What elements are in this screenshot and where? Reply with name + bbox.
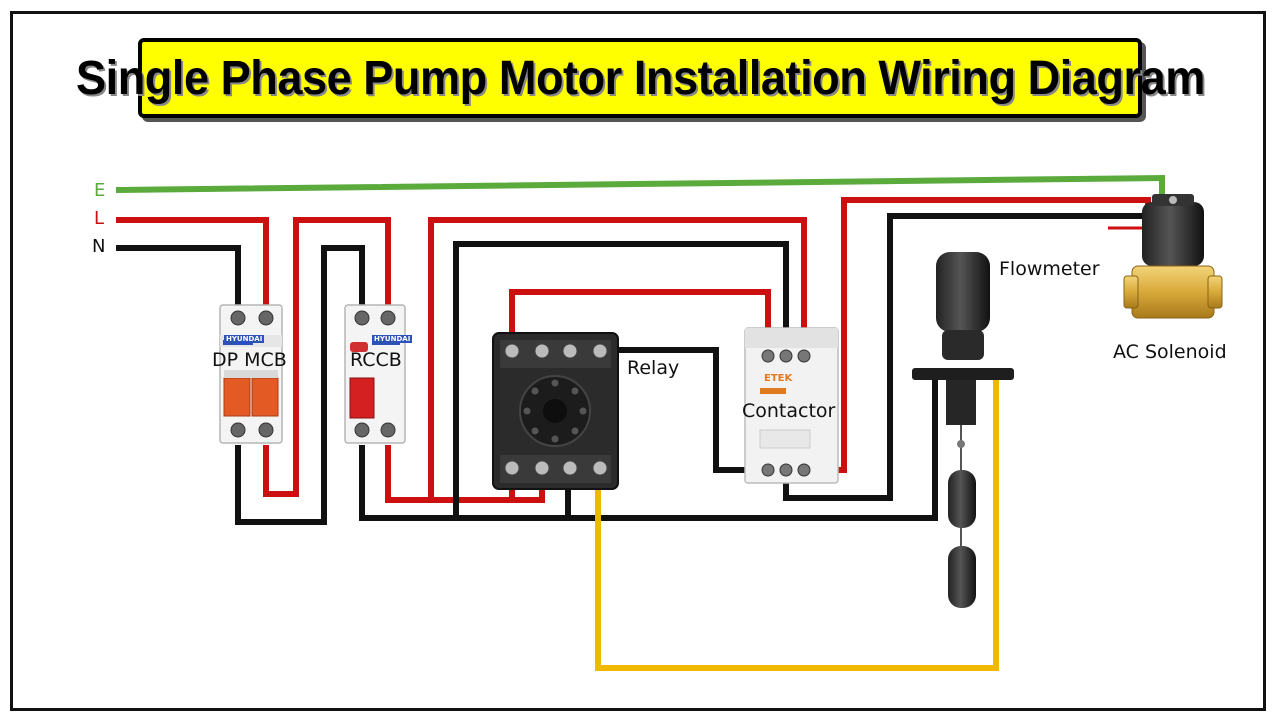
ac-solenoid: [1108, 194, 1223, 319]
title-banner: Single Phase Pump Motor Installation Wir…: [76, 38, 1205, 118]
earth-line-label: E: [94, 180, 106, 201]
contactor: [744, 327, 839, 484]
signal-wire: [595, 380, 999, 671]
dp-mcb: [219, 304, 283, 444]
contactor-label: Contactor: [742, 400, 836, 422]
relay-label: Relay: [627, 357, 680, 379]
rccb-label: RCCB: [350, 349, 402, 371]
mcb-brand: HYUNDAI: [224, 335, 265, 343]
flowmeter-label: Flowmeter: [999, 258, 1100, 280]
neutral-line-label: N: [92, 236, 106, 257]
relay-base: [492, 332, 619, 490]
contactor-brand: ETEK: [764, 373, 793, 384]
solenoid-label: AC Solenoid: [1113, 341, 1227, 363]
rccb-brand: HYUNDAI: [372, 335, 413, 343]
flowmeter: [912, 252, 1014, 608]
live-line-label: L: [94, 208, 105, 229]
dp-mcb-label: DP MCB: [212, 349, 287, 371]
page-title: Single Phase Pump Motor Installation Wir…: [75, 51, 1205, 105]
rccb: [344, 304, 406, 444]
neutral-wires: [116, 213, 1148, 525]
